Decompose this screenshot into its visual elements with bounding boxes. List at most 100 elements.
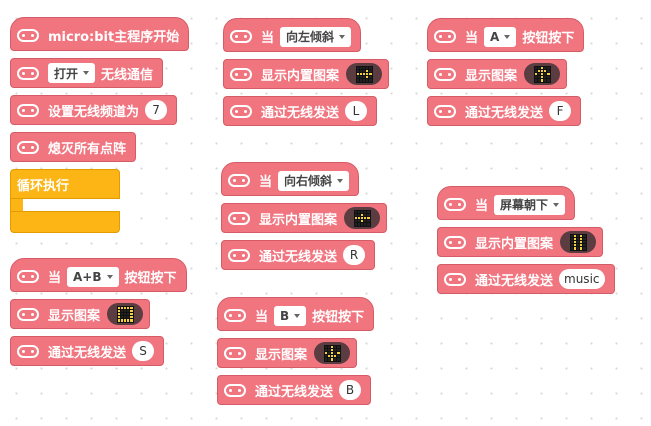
send-value-input[interactable]: L <box>345 101 368 121</box>
gesture-dropdown[interactable]: 向右倾斜 <box>278 170 350 191</box>
radio-send-label: 通过无线发送 <box>259 249 338 265</box>
chevron-down-icon <box>106 274 113 279</box>
program-start-label: micro:bit主程序开始 <box>48 30 180 45</box>
radio-send-label: 通过无线发送 <box>48 345 127 361</box>
send-value-input[interactable]: F <box>549 101 572 121</box>
microbit-icon <box>434 104 456 118</box>
microbit-icon <box>228 174 250 187</box>
radio-send-block[interactable]: 通过无线发送 music <box>437 264 615 294</box>
show-icon-label: 显示内置图案 <box>261 68 340 84</box>
microbit-icon <box>17 29 39 42</box>
radio-enable-block[interactable]: 打开 无线通信 <box>10 58 164 88</box>
radio-send-label: 通过无线发送 <box>465 105 544 121</box>
radio-send-label: 通过无线发送 <box>261 105 340 121</box>
led-matrix-picker[interactable] <box>560 231 597 253</box>
show-icon-block[interactable]: 显示内置图案 <box>437 227 604 257</box>
channel-input[interactable]: 7 <box>145 100 168 120</box>
microbit-icon <box>224 346 246 360</box>
set-channel-label: 设置无线频道为 <box>48 104 140 120</box>
button-dropdown[interactable]: A <box>484 26 517 47</box>
microbit-icon <box>228 211 250 225</box>
radio-send-block[interactable]: 通过无线发送 R <box>221 240 376 270</box>
button-pressed-label: 按钮按下 <box>312 310 365 325</box>
send-value-input[interactable]: music <box>559 269 605 289</box>
clear-display-label: 熄灭所有点阵 <box>48 141 127 157</box>
microbit-icon <box>224 383 246 397</box>
clear-display-block[interactable]: 熄灭所有点阵 <box>10 132 137 162</box>
microbit-icon <box>224 309 246 322</box>
screen-down-event-block[interactable]: 当 屏幕朝下 <box>437 186 576 220</box>
program-start-block[interactable]: micro:bit主程序开始 <box>10 17 190 51</box>
show-icon-block[interactable]: 显示内置图案 <box>221 203 388 233</box>
show-image-block[interactable]: 显示图案 <box>427 59 568 89</box>
show-image-label: 显示图案 <box>48 308 101 324</box>
show-icon-label: 显示内置图案 <box>259 212 338 228</box>
gesture-dropdown[interactable]: 屏幕朝下 <box>494 194 566 215</box>
radio-send-label: 通过无线发送 <box>255 384 334 400</box>
chevron-down-icon <box>337 178 344 183</box>
loop-label: 循环执行 <box>17 178 70 194</box>
radio-send-block[interactable]: 通过无线发送 F <box>427 96 582 126</box>
button-dropdown[interactable]: B <box>274 305 307 326</box>
tilt-right-event-block[interactable]: 当 向右倾斜 <box>221 162 360 196</box>
microbit-icon <box>434 30 456 43</box>
microbit-icon <box>230 67 252 81</box>
send-value-input[interactable]: R <box>343 245 366 265</box>
radio-send-block[interactable]: 通过无线发送 B <box>217 375 372 405</box>
chevron-down-icon <box>553 202 560 207</box>
chevron-down-icon <box>83 71 90 75</box>
led-matrix-picker[interactable] <box>314 342 351 364</box>
led-matrix-picker[interactable] <box>524 63 561 85</box>
radio-send-block[interactable]: 通过无线发送 S <box>10 336 165 366</box>
microbit-icon <box>434 67 456 81</box>
radio-label: 无线通信 <box>101 67 154 83</box>
button-pressed-label: 按钮按下 <box>522 31 575 46</box>
button-b-stack[interactable]: 当 B 按钮按下 显示图案 通过无线发送 B <box>217 297 375 405</box>
button-b-event-block[interactable]: 当 B 按钮按下 <box>217 297 375 331</box>
microbit-icon <box>17 344 39 358</box>
chevron-down-icon <box>339 34 346 39</box>
when-label: 当 <box>475 199 489 214</box>
show-image-block[interactable]: 显示图案 <box>217 338 358 368</box>
tilt-left-stack[interactable]: 当 向左倾斜 显示内置图案 通过无线发送 L <box>223 18 390 126</box>
forever-loop-block[interactable]: 循环执行 <box>10 169 120 233</box>
radio-send-label: 通过无线发送 <box>475 273 554 289</box>
send-value-input[interactable]: B <box>339 380 362 400</box>
show-image-label: 显示图案 <box>255 347 308 363</box>
when-label: 当 <box>261 31 275 46</box>
when-label: 当 <box>255 310 269 325</box>
button-a-stack[interactable]: 当 A 按钮按下 显示图案 通过无线发送 F <box>427 18 585 126</box>
microbit-icon <box>444 235 466 249</box>
show-icon-label: 显示内置图案 <box>475 236 554 252</box>
button-ab-event-block[interactable]: 当 A+B 按钮按下 <box>10 258 187 292</box>
gesture-dropdown[interactable]: 向左倾斜 <box>280 26 352 47</box>
radio-send-block[interactable]: 通过无线发送 L <box>223 96 378 126</box>
send-value-input[interactable]: S <box>132 341 155 361</box>
microbit-icon <box>17 66 39 80</box>
when-label: 当 <box>259 175 273 190</box>
show-image-label: 显示图案 <box>465 68 518 84</box>
button-dropdown[interactable]: A+B <box>67 266 119 287</box>
chevron-down-icon <box>504 34 511 39</box>
led-matrix-picker[interactable] <box>346 63 383 85</box>
microbit-icon <box>17 140 39 154</box>
microbit-icon <box>230 30 252 43</box>
microbit-icon <box>228 248 250 262</box>
button-ab-stack[interactable]: 当 A+B 按钮按下 显示图案 通过无线发送 S <box>10 258 187 366</box>
set-channel-block[interactable]: 设置无线频道为 7 <box>10 95 178 125</box>
button-a-event-block[interactable]: 当 A 按钮按下 <box>427 18 585 52</box>
led-matrix-picker[interactable] <box>344 207 381 229</box>
tilt-right-stack[interactable]: 当 向右倾斜 显示内置图案 通过无线发送 R <box>221 162 388 270</box>
led-matrix-picker[interactable] <box>107 303 144 325</box>
when-label: 当 <box>48 271 62 286</box>
chevron-down-icon <box>294 313 301 318</box>
screen-down-stack[interactable]: 当 屏幕朝下 显示内置图案 通过无线发送 music <box>437 186 615 294</box>
show-image-block[interactable]: 显示图案 <box>10 299 151 329</box>
tilt-left-event-block[interactable]: 当 向左倾斜 <box>223 18 362 52</box>
microbit-icon <box>444 272 466 286</box>
radio-toggle-dropdown[interactable]: 打开 <box>48 63 96 83</box>
main-program-stack[interactable]: micro:bit主程序开始 打开 无线通信 设置无线频道为 7 熄灭所有点阵 … <box>10 17 190 233</box>
microbit-icon <box>17 270 39 283</box>
microbit-icon <box>17 307 39 321</box>
show-icon-block[interactable]: 显示内置图案 <box>223 59 390 89</box>
